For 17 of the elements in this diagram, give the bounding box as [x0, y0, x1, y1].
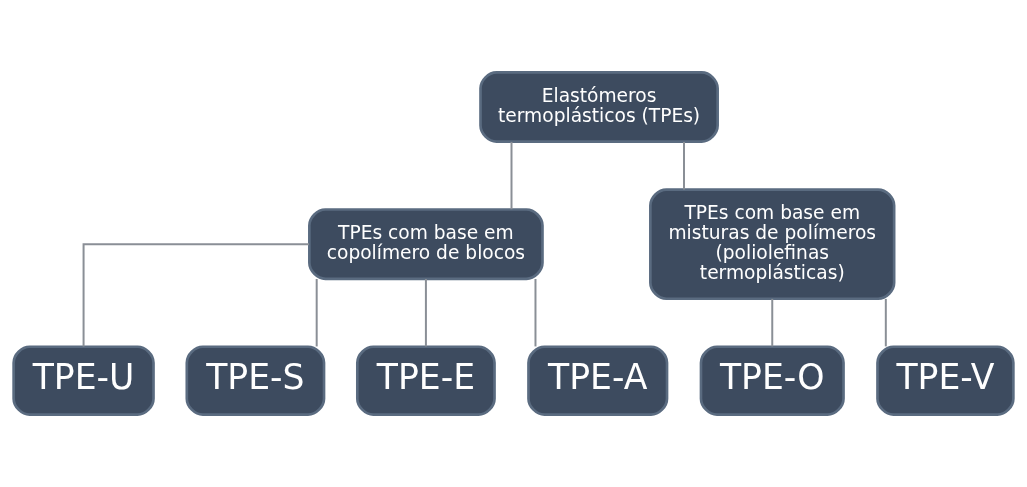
node-box: TPEs com base em misturas de polímeros (poliolefinas termoplásticas) [649, 188, 896, 301]
node-box: TPE-O [699, 345, 845, 416]
node-box: TPE-V [876, 345, 1015, 416]
connector [424, 277, 427, 348]
node-box: TPE-S [185, 345, 326, 416]
connector [534, 277, 537, 348]
node-box: TPE-A [527, 345, 669, 416]
connector [771, 297, 774, 348]
connector [683, 140, 685, 191]
connector [510, 140, 513, 211]
node-box: Elastómeros termoplásticos (TPEs) [479, 71, 719, 143]
node-box: TPEs com base em copolímero de blocos [308, 208, 544, 281]
connector [884, 297, 887, 348]
node-box: TPE-U [12, 345, 155, 416]
connector [82, 243, 311, 348]
node-box: TPE-E [356, 345, 496, 416]
connector [315, 277, 318, 348]
